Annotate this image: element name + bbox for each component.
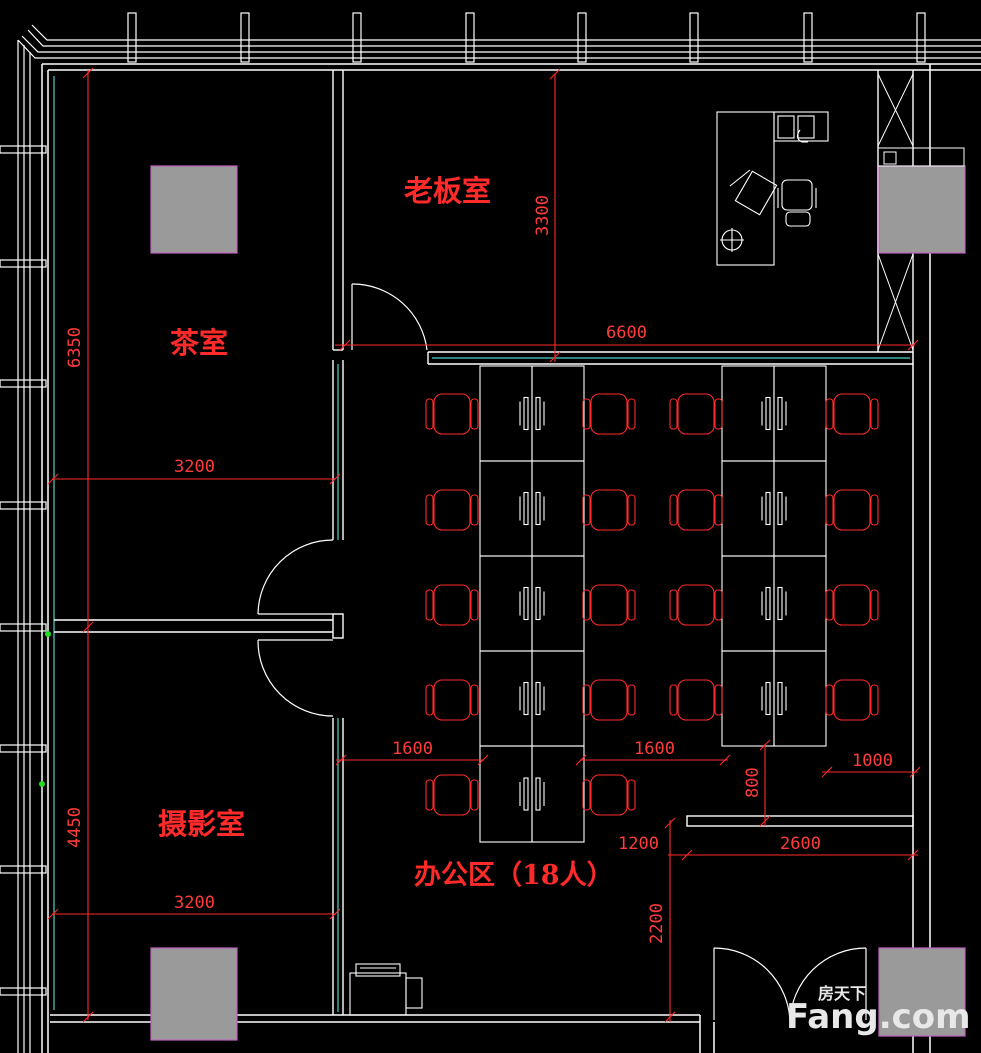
room-label-photo: 摄影室 [158,807,245,841]
dim-left-bottom-height: 4450 [65,807,85,848]
left-railing [0,40,47,1053]
office-chair [825,584,879,626]
dimension-lines [47,67,921,1023]
office-chair [825,679,879,721]
office-chair [582,584,636,626]
office-chairs [425,393,879,816]
office-chair [425,393,479,435]
columns [150,165,966,1041]
desk [721,650,775,747]
watermark-logo: 房天下 Fang.com [786,984,971,1037]
dim-aisle-mid: 1600 [634,739,675,759]
desk [531,650,585,747]
workstations [479,365,827,843]
column-3 [150,947,238,1041]
dim-corridor-depth: 800 [743,767,763,798]
office-chair [425,489,479,531]
room-label-boss: 老板室 [404,174,491,208]
desk [531,555,585,652]
top-railing [17,12,981,63]
desk [531,460,585,557]
dim-boss-width: 6600 [606,323,647,343]
office-chair [669,679,723,721]
dim-aisle-right: 1000 [852,751,893,771]
marker [39,781,45,787]
marker [45,631,51,637]
dim-photo-width: 3200 [174,893,215,913]
desk [721,555,775,652]
office-chair [825,393,879,435]
office-chair [669,489,723,531]
interior-glass [337,357,910,1012]
desk [531,365,585,462]
office-chair [425,584,479,626]
office-chair [582,489,636,531]
office-chair [582,393,636,435]
room-label-office: 办公区（18人） [414,860,614,891]
desk [773,650,827,747]
dim-corridor-width: 2600 [780,834,821,854]
desk [721,365,775,462]
boss-desk [716,111,829,266]
dim-aisle-left: 1600 [392,739,433,759]
desk [479,650,533,747]
dim-boss-height: 3300 [533,195,553,236]
watermark-chinese: 房天下 [818,984,866,1003]
office-chair [582,679,636,721]
desk [479,365,533,462]
dim-tea-width: 3200 [174,457,215,477]
dim-left-top-height: 6350 [65,327,85,368]
column-outline [877,73,965,351]
office-chair [425,774,479,816]
column-1 [150,165,238,254]
desk [479,745,533,843]
column-2 [878,165,966,254]
desk [773,555,827,652]
office-chair [669,584,723,626]
column-4 [878,947,966,1037]
room-label-tea: 茶室 [170,326,228,360]
dim-entry-height: 2200 [647,903,667,944]
office-chair [669,393,723,435]
doors [257,283,867,1023]
desk [721,460,775,557]
office-chair [582,774,636,816]
desk [773,365,827,462]
desk [531,745,585,843]
desk [479,555,533,652]
desk [773,460,827,557]
phone-icon [796,129,808,143]
desk [479,460,533,557]
office-chair [425,679,479,721]
watermark-brand: Fang.com [786,997,971,1037]
printer-icon [349,963,423,1016]
interior-walls [54,70,914,1015]
office-chair [825,489,879,531]
dim-corridor-gap: 1200 [618,834,659,854]
